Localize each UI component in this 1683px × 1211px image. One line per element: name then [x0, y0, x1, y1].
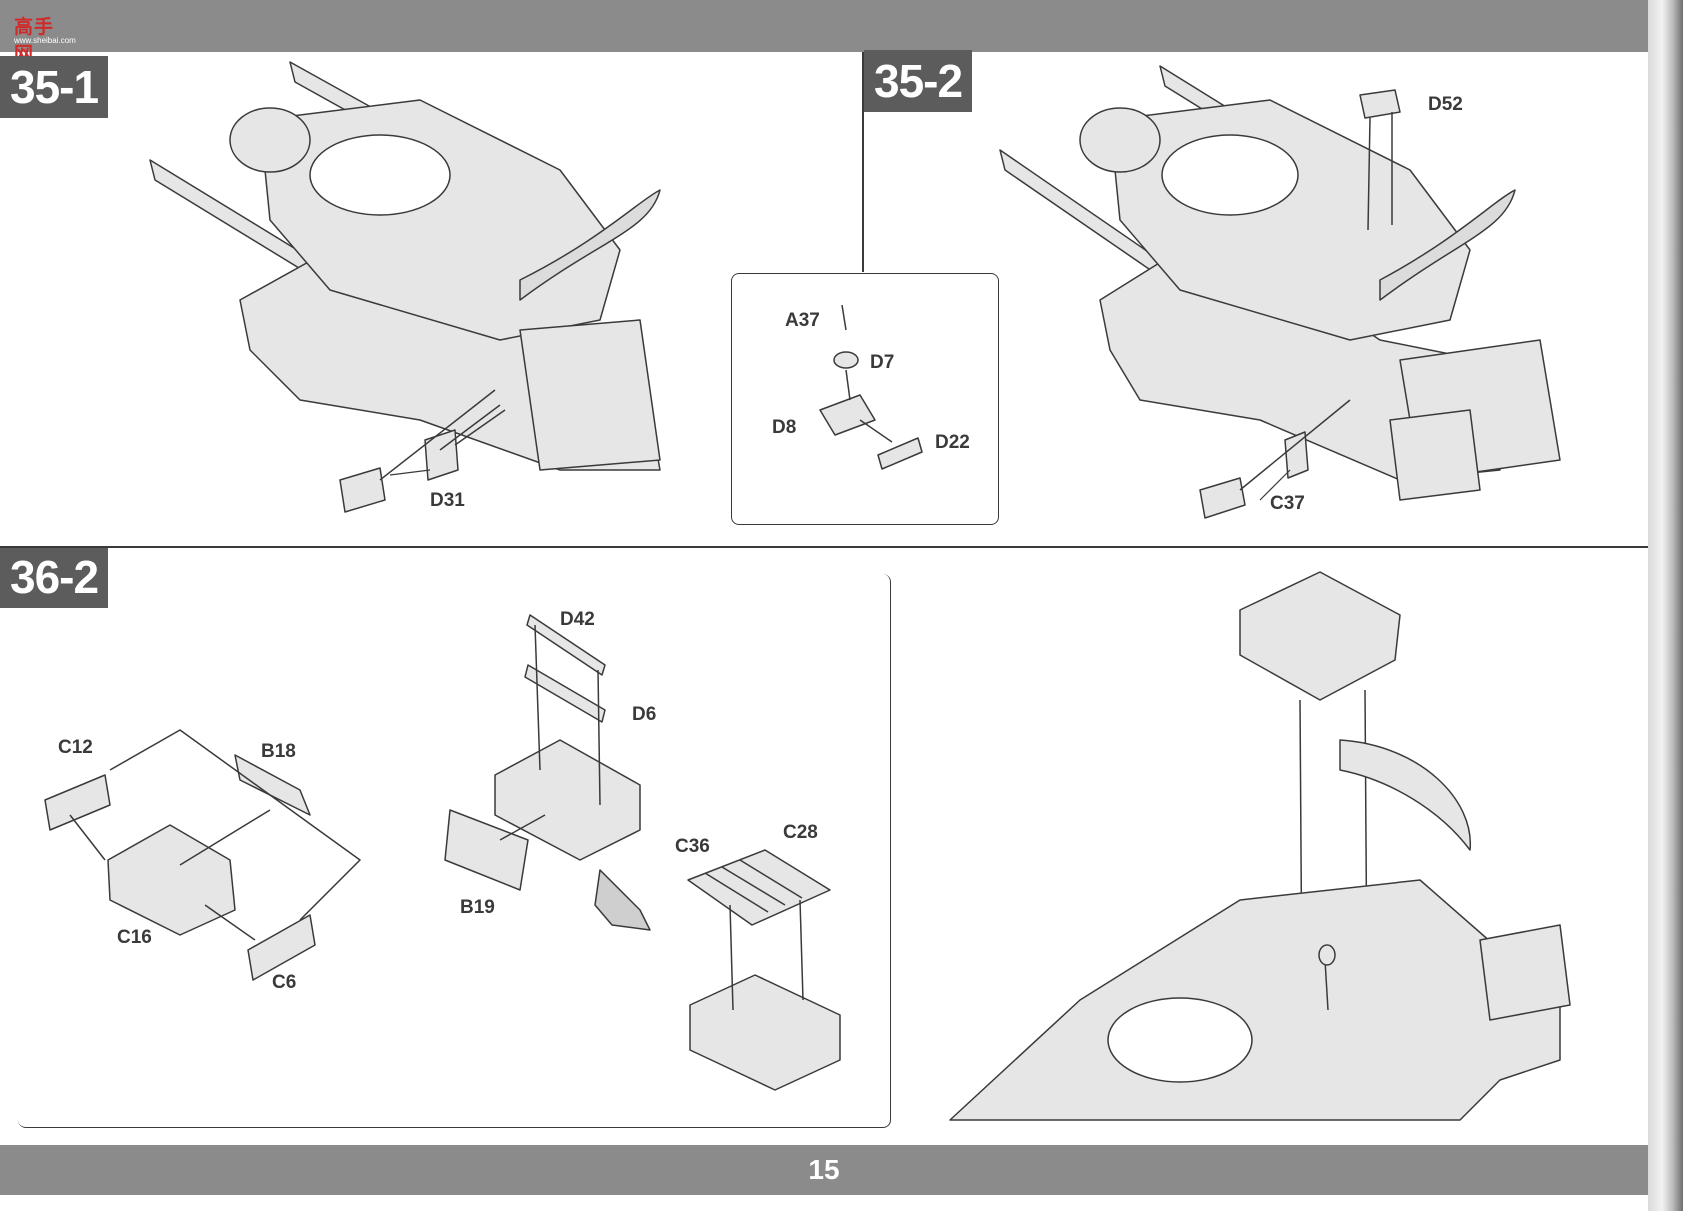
turret-drawing-35-2	[999, 65, 1561, 519]
part-label-d31: D31	[430, 490, 465, 511]
header-band	[0, 0, 1648, 52]
part-label-d7: D7	[870, 352, 895, 373]
page-spine	[1648, 0, 1683, 1211]
handle-subassembly-drawing	[819, 304, 923, 470]
footer-band	[0, 1145, 1648, 1195]
part-label-d8: D8	[772, 417, 797, 438]
part-label-d22: D22	[935, 432, 970, 453]
subassembly-box-handle	[731, 273, 999, 525]
section-divider-horizontal	[0, 546, 1648, 548]
part-label-c37: C37	[1270, 493, 1305, 514]
logo-subtext: www.sheibai.com	[14, 36, 76, 45]
subassembly-box-storage-bin	[18, 574, 891, 1128]
part-label-a37: A37	[785, 310, 820, 331]
part-label-c36: C36	[675, 836, 710, 857]
part-label-d52: D52	[1428, 94, 1463, 115]
final-assembly-drawing	[949, 571, 1571, 1121]
part-label-d42: D42	[560, 609, 595, 630]
step-tag-36-2: 36-2	[0, 546, 109, 608]
part-label-c12: C12	[58, 737, 93, 758]
turret-drawing-35-1	[149, 61, 661, 513]
section-divider-vertical	[862, 52, 864, 272]
step-tag-35-2: 35-2	[864, 50, 973, 112]
storage-bin-parts-drawing	[44, 729, 361, 981]
page-number: 15	[808, 1154, 840, 1185]
part-label-c6: C6	[272, 972, 297, 993]
storage-bin-assembly-drawing	[444, 614, 651, 931]
step-tag-35-1: 35-1	[0, 56, 109, 118]
part-label-c28: C28	[783, 822, 818, 843]
part-label-d6: D6	[632, 704, 657, 725]
part-label-b18: B18	[261, 741, 296, 762]
part-label-b19: B19	[460, 897, 495, 918]
storage-bin-lid-drawing	[687, 849, 841, 1091]
part-label-c16: C16	[117, 927, 152, 948]
